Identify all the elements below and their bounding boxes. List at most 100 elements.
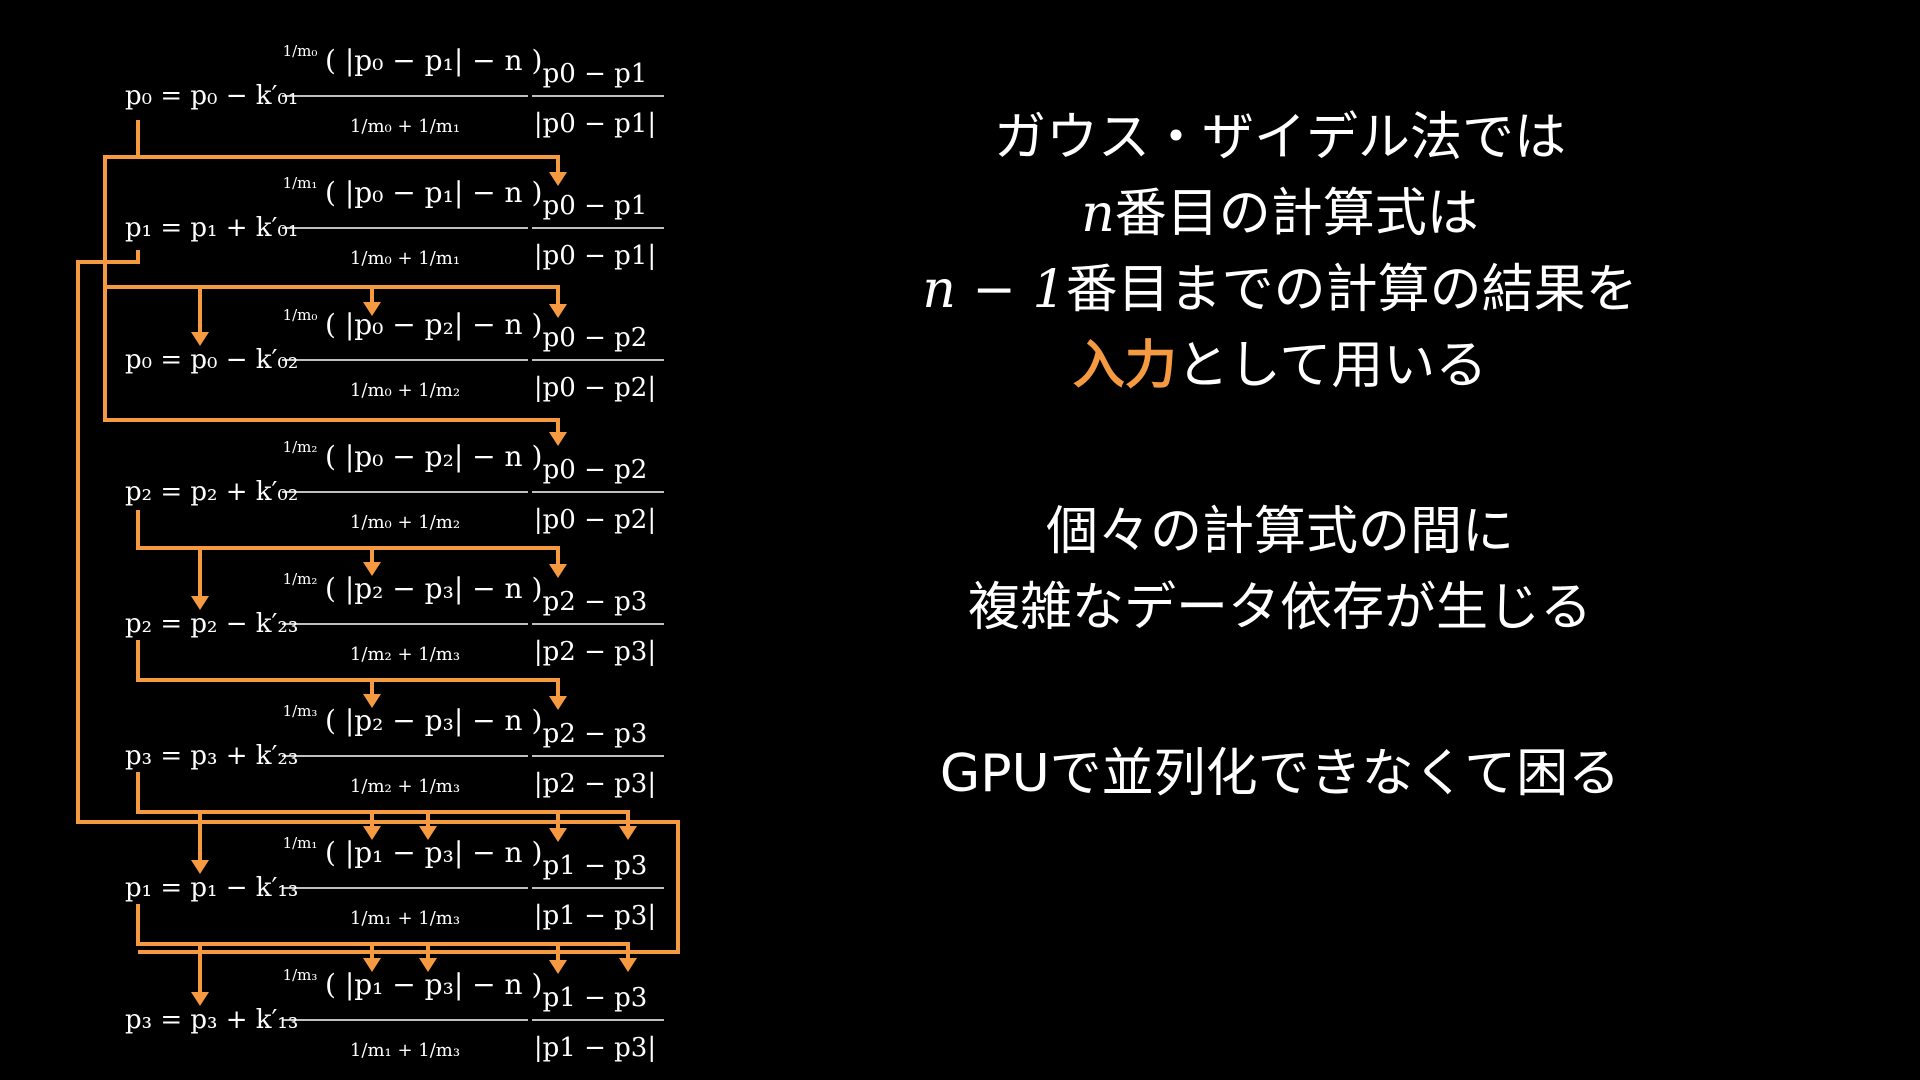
text-line-6: 複雑なデータ依存が生じる (967, 578, 1592, 638)
arrowhead (549, 696, 567, 710)
denominator-expression: 1/m₂ + 1/m₃ (350, 776, 460, 797)
arrowhead (363, 302, 381, 316)
equation-row: p₃ = p₃ + k′₁₃ 1/m₃ ( |p₁ − p₃| − n ) 1/m₁ … (125, 966, 664, 1063)
arrowhead (191, 332, 209, 346)
equation-list: p₀ = p₀ − k′₀₁ 1/m₀ ( |p₀ − p₁| − n ) 1/m₀ … (125, 42, 664, 1063)
denominator-expression: 1/m₂ + 1/m₃ (350, 644, 460, 665)
direction-numerator: p0 − p1 (543, 59, 648, 89)
numerator-coefficient: 1/m₀ (283, 42, 318, 60)
equation-row: p₀ = p₀ − k′₀₁ 1/m₀ ( |p₀ − p₁| − n ) 1/m₀ … (125, 42, 664, 139)
arrowhead (363, 826, 381, 840)
direction-denominator: |p0 − p1| (534, 241, 656, 271)
direction-denominator: |p2 − p3| (534, 637, 656, 667)
numerator-coefficient: 1/m₃ (283, 966, 318, 984)
equation-row: p₃ = p₃ + k′₂₃ 1/m₃ ( |p₂ − p₃| − n ) 1/m₂ … (125, 702, 664, 799)
equation-lhs: p₁ = p₁ − k′₁₃ (125, 873, 298, 903)
text-line-1: ガウス・ザイデル法では (993, 108, 1566, 168)
arrowhead (619, 826, 637, 840)
equation-lhs: p₂ = p₂ − k′₂₃ (125, 609, 298, 639)
direction-numerator: p0 − p2 (543, 323, 648, 353)
denominator-expression: 1/m₀ + 1/m₂ (350, 380, 460, 401)
direction-numerator: p1 − p3 (543, 983, 648, 1013)
direction-numerator: p0 − p1 (543, 191, 648, 221)
arrowhead (549, 828, 567, 842)
equation-row: p₁ = p₁ − k′₁₃ 1/m₁ ( |p₁ − p₃| − n ) 1/m₁ … (125, 834, 664, 931)
numerator-expression: ( |p₀ − p₁| − n ) (325, 176, 542, 209)
direction-numerator: p2 − p3 (543, 719, 648, 749)
equation-row: p₂ = p₂ − k′₂₃ 1/m₂ ( |p₂ − p₃| − n ) 1/m₂ … (125, 570, 664, 667)
direction-denominator: |p0 − p2| (534, 505, 656, 535)
math-n-minus-1: n − 1 (922, 260, 1066, 320)
numerator-expression: ( |p₀ − p₂| − n ) (325, 440, 542, 473)
numerator-expression: ( |p₀ − p₁| − n ) (325, 44, 542, 77)
numerator-coefficient: 1/m₀ (283, 306, 318, 324)
arrow-p2-to-row4 (136, 510, 560, 572)
direction-numerator: p0 − p2 (543, 455, 648, 485)
direction-denominator: |p1 − p3| (534, 901, 656, 931)
numerator-coefficient: 1/m₁ (283, 834, 318, 852)
arrowhead (419, 958, 437, 972)
arrowhead (549, 172, 567, 186)
arrow-p0-to-row2 (105, 285, 560, 312)
equation-row: p₂ = p₂ + k′₀₂ 1/m₂ ( |p₀ − p₂| − n ) 1/m₀ … (125, 438, 664, 535)
direction-denominator: |p0 − p2| (534, 373, 656, 403)
equation-lhs: p₃ = p₃ + k′₂₃ (125, 741, 298, 771)
arrowhead (363, 694, 381, 708)
text-line-3-rest: 番目までの計算の結果を (1065, 260, 1638, 320)
equation-lhs: p₁ = p₁ + k′₀₁ (125, 213, 298, 243)
arrowhead (191, 860, 209, 874)
denominator-expression: 1/m₀ + 1/m₂ (350, 512, 460, 533)
direction-denominator: |p0 − p1| (534, 109, 656, 139)
arrowhead (549, 432, 567, 446)
numerator-expression: ( |p₂ − p₃| − n ) (325, 704, 542, 737)
numerator-coefficient: 1/m₁ (283, 174, 318, 192)
equation-lhs: p₂ = p₂ + k′₀₂ (125, 477, 298, 507)
dependency-paragraph: 個々の計算式の間に 複雑なデータ依存が生じる (850, 494, 1710, 646)
gauss-seidel-paragraph: ガウス・ザイデル法では n番目の計算式は n − 1番目までの計算の結果を 入力… (850, 100, 1710, 404)
equation-row: p₀ = p₀ − k′₀₂ 1/m₀ ( |p₀ − p₂| − n ) 1/m₀ … (125, 306, 664, 403)
accent-input-word: 入力 (1072, 336, 1177, 396)
text-line-2: n番目の計算式は (850, 176, 1710, 252)
arrow-p1-trunk (76, 250, 680, 954)
dependency-diagram: p₀ = p₀ − k′₀₁ 1/m₀ ( |p₀ − p₁| − n ) 1/m₀ … (76, 42, 680, 1063)
equation-lhs: p₀ = p₀ − k′₀₁ (125, 81, 298, 111)
arrowhead (363, 562, 381, 576)
arrowhead (549, 564, 567, 578)
numerator-coefficient: 1/m₃ (283, 702, 318, 720)
equation-row: p₁ = p₁ + k′₀₁ 1/m₁ ( |p₀ − p₁| − n ) 1/m₀ … (125, 174, 664, 271)
arrowhead (619, 958, 637, 972)
arrowhead (191, 596, 209, 610)
equation-lhs: p₀ = p₀ − k′₀₂ (125, 345, 298, 375)
text-line-3: n − 1番目までの計算の結果を (850, 252, 1710, 328)
text-line-4-rest: として用いる (1176, 336, 1488, 396)
arrowhead (549, 960, 567, 974)
arrowhead (191, 992, 209, 1006)
arrow-p0-trunk (103, 120, 560, 440)
arrowhead (549, 304, 567, 318)
equation-lhs: p₃ = p₃ + k′₁₃ (125, 1005, 298, 1035)
math-n: n (1081, 184, 1115, 244)
numerator-coefficient: 1/m₂ (283, 570, 318, 588)
direction-denominator: |p2 − p3| (534, 769, 656, 799)
denominator-expression: 1/m₁ + 1/m₃ (350, 908, 460, 929)
numerator-expression: ( |p₁ − p₃| − n ) (325, 968, 542, 1001)
numerator-expression: ( |p₂ − p₃| − n ) (325, 572, 542, 605)
text-line-4: 入力として用いる (850, 328, 1710, 404)
denominator-expression: 1/m₀ + 1/m₁ (350, 248, 460, 269)
text-line-2-rest: 番目の計算式は (1114, 184, 1479, 244)
direction-numerator: p1 − p3 (543, 851, 648, 881)
numerator-expression: ( |p₀ − p₂| − n ) (325, 308, 542, 341)
text-line-7: GPUで並列化できなくて困る (939, 744, 1621, 804)
arrowhead (419, 826, 437, 840)
numerator-coefficient: 1/m₂ (283, 438, 318, 456)
explanation-panel: ガウス・ザイデル法では n番目の計算式は n − 1番目までの計算の結果を 入力… (850, 100, 1710, 812)
denominator-expression: 1/m₀ + 1/m₁ (350, 116, 460, 137)
denominator-expression: 1/m₁ + 1/m₃ (350, 1040, 460, 1061)
arrow-to-row7 (136, 904, 630, 966)
arrowhead (363, 958, 381, 972)
arrow-p3-to-row6 (136, 772, 630, 834)
numerator-expression: ( |p₁ − p₃| − n ) (325, 836, 542, 869)
direction-denominator: |p1 − p3| (534, 1033, 656, 1063)
direction-numerator: p2 − p3 (543, 587, 648, 617)
arrow-p2-to-row5 (136, 640, 560, 704)
